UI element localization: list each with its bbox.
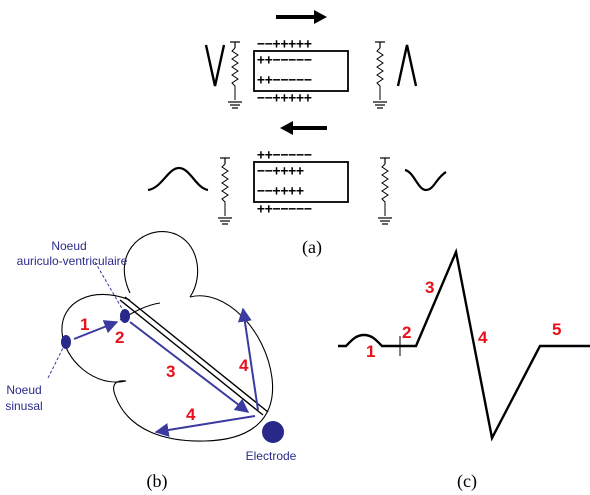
positive-deflection-icon (396, 44, 418, 87)
negative-deflection-icon (204, 44, 226, 87)
sign-row: ++−−−−− (257, 53, 312, 68)
step-number: 4 (239, 356, 249, 375)
caption-a: (a) (302, 237, 322, 258)
panel-a: −−+++++ ++−−−−− ++−−−−− −−+++++ ++−−−−− … (147, 10, 447, 258)
step-number: 2 (115, 328, 124, 347)
arrow-right-icon (276, 10, 327, 24)
sign-row: ++−−−−− (257, 148, 312, 163)
step-number: 1 (366, 342, 375, 361)
sign-row: ++−−−−− (257, 202, 312, 217)
sign-row: −−+++++ (257, 91, 312, 106)
panel-c: 1 2 3 4 5 (c) (338, 247, 590, 492)
sa-node-label: sinusal (5, 399, 42, 413)
sign-row: −−++++ (257, 164, 304, 179)
dipole-box-bottom: ++−−−−− −−++++ −−++++ ++−−−−− (253, 148, 349, 217)
step-number: 2 (402, 323, 411, 342)
conduction-arrow (237, 307, 259, 411)
caption-b: (b) (147, 471, 168, 492)
sinus-node-icon (61, 335, 71, 349)
step-number: 4 (478, 328, 488, 347)
sign-row: −−++++ (257, 184, 304, 199)
conduction-arrow (154, 415, 256, 437)
negative-wave-icon (404, 168, 447, 192)
panel-b: Noeud auriculo-ventriculaire Noeud sinus… (5, 231, 297, 492)
av-node-leader (94, 261, 125, 313)
conduction-arrow (129, 321, 250, 413)
conduction-arrow (73, 320, 119, 340)
step-number: 1 (80, 315, 89, 334)
dipole-box-top: −−+++++ ++−−−−− ++−−−−− −−+++++ (253, 37, 349, 106)
positive-wave-icon (147, 166, 209, 192)
electrode-icon (262, 421, 284, 443)
av-node-icon (120, 309, 130, 323)
sign-row: −−+++++ (257, 37, 312, 52)
caption-c: (c) (457, 471, 477, 492)
electrode-symbol-icon (372, 41, 388, 109)
ecg-trace (338, 247, 590, 442)
septum-line (124, 296, 269, 413)
sa-node-label: Noeud (6, 383, 41, 397)
step-number: 3 (425, 278, 434, 297)
electrode-label: Electrode (246, 449, 297, 463)
electrode-symbol-icon (377, 157, 393, 225)
arrow-left-icon (280, 121, 327, 135)
sign-row: ++−−−−− (257, 73, 312, 88)
step-number: 3 (166, 362, 175, 381)
electrode-symbol-icon (227, 41, 243, 109)
step-number: 5 (552, 320, 561, 339)
electrode-symbol-icon (217, 157, 233, 225)
av-node-label: auriculo-ventriculaire (17, 254, 128, 268)
step-number: 4 (186, 405, 196, 424)
sa-node-leader (47, 345, 65, 379)
av-node-label: Noeud (51, 239, 86, 253)
septum-line (119, 299, 264, 416)
